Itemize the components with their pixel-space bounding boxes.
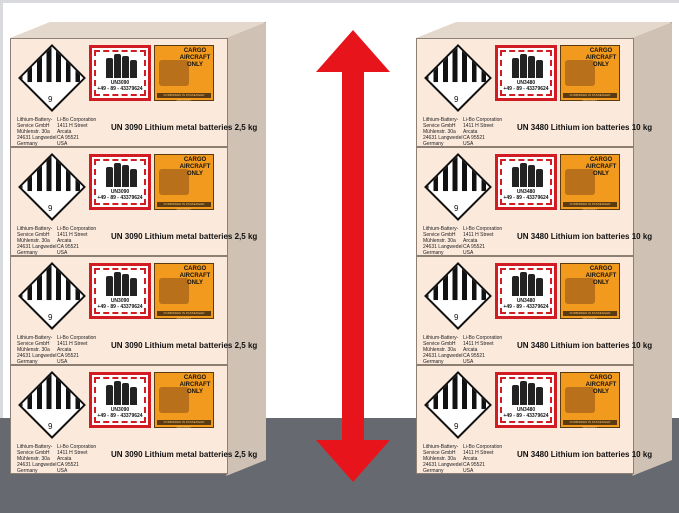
- un-shipping-name: UN 3480 Lithium ion batteries 10 kg: [517, 341, 652, 350]
- cao-title: CARGO AIRCRAFT ONLY: [177, 266, 213, 287]
- double-headed-vertical-arrow-icon: [316, 30, 390, 482]
- hazard-class-number: 9: [48, 313, 52, 322]
- class-9-hazard-diamond-icon: 9: [425, 263, 491, 329]
- shipment-box: 9 UN3090 +49 - 89 - 43379624 CARGO AIRCR…: [10, 38, 228, 147]
- battery-phone-number: +49 - 89 - 43379624: [92, 86, 148, 92]
- stack-side-face: [632, 22, 674, 476]
- cao-title: CARGO AIRCRAFT ONLY: [583, 375, 619, 396]
- class-9-hazard-diamond-icon: 9: [19, 372, 85, 438]
- hazard-class-number: 9: [48, 422, 52, 431]
- stack-top-face: [10, 22, 266, 39]
- stack-side-face: [226, 22, 268, 476]
- hazard-class-number: 9: [48, 204, 52, 213]
- forbidden-in-passenger-aircraft-text: FORBIDDEN IN PASSENGER AIRCRAFT: [157, 311, 211, 316]
- battery-phone-number: +49 - 89 - 43379624: [498, 86, 554, 92]
- cargo-aircraft-only-label-icon: CARGO AIRCRAFT ONLY FORBIDDEN IN PASSENG…: [560, 45, 620, 101]
- forbidden-in-passenger-aircraft-text: FORBIDDEN IN PASSENGER AIRCRAFT: [157, 202, 211, 207]
- class-9-hazard-diamond-icon: 9: [425, 45, 491, 111]
- cao-title: CARGO AIRCRAFT ONLY: [177, 157, 213, 178]
- battery-phone-number: +49 - 89 - 43379624: [498, 304, 554, 310]
- un-shipping-name: UN 3480 Lithium ion batteries 10 kg: [517, 232, 652, 241]
- consignee-address: Li-Bo Corporation1411 H StreetArcataCA 9…: [463, 444, 503, 474]
- un-shipping-name: UN 3090 Lithium metal batteries 2,5 kg: [111, 232, 257, 241]
- shipment-box: 9 UN3480 +49 - 89 - 43379624 CARGO AIRCR…: [416, 365, 634, 474]
- lithium-battery-mark-icon: UN3090 +49 - 89 - 43379624: [89, 263, 151, 319]
- un-shipping-name: UN 3090 Lithium metal batteries 2,5 kg: [111, 123, 257, 132]
- cao-title: CARGO AIRCRAFT ONLY: [583, 48, 619, 69]
- cargo-aircraft-only-label-icon: CARGO AIRCRAFT ONLY FORBIDDEN IN PASSENG…: [154, 45, 214, 101]
- un-shipping-name: UN 3090 Lithium metal batteries 2,5 kg: [111, 341, 257, 350]
- battery-phone-number: +49 - 89 - 43379624: [498, 195, 554, 201]
- forbidden-in-passenger-aircraft-text: FORBIDDEN IN PASSENGER AIRCRAFT: [563, 420, 617, 425]
- forbidden-in-passenger-aircraft-text: FORBIDDEN IN PASSENGER AIRCRAFT: [157, 420, 211, 425]
- cao-title: CARGO AIRCRAFT ONLY: [583, 266, 619, 287]
- shipment-box: 9 UN3090 +49 - 89 - 43379624 CARGO AIRCR…: [10, 147, 228, 256]
- class-9-hazard-diamond-icon: 9: [425, 372, 491, 438]
- cargo-aircraft-only-label-icon: CARGO AIRCRAFT ONLY FORBIDDEN IN PASSENG…: [560, 263, 620, 319]
- forbidden-in-passenger-aircraft-text: FORBIDDEN IN PASSENGER AIRCRAFT: [563, 93, 617, 98]
- cargo-aircraft-only-label-icon: CARGO AIRCRAFT ONLY FORBIDDEN IN PASSENG…: [154, 263, 214, 319]
- class-9-hazard-diamond-icon: 9: [425, 154, 491, 220]
- cargo-aircraft-only-label-icon: CARGO AIRCRAFT ONLY FORBIDDEN IN PASSENG…: [154, 372, 214, 428]
- lithium-battery-mark-icon: UN3090 +49 - 89 - 43379624: [89, 45, 151, 101]
- battery-phone-number: +49 - 89 - 43379624: [498, 413, 554, 419]
- cargo-aircraft-only-label-icon: CARGO AIRCRAFT ONLY FORBIDDEN IN PASSENG…: [560, 372, 620, 428]
- hazard-class-number: 9: [454, 204, 458, 213]
- left-box-stack: 9 UN3090 +49 - 89 - 43379624 CARGO AIRCR…: [10, 0, 270, 480]
- lithium-battery-mark-icon: UN3090 +49 - 89 - 43379624: [89, 372, 151, 428]
- class-9-hazard-diamond-icon: 9: [19, 263, 85, 329]
- cao-title: CARGO AIRCRAFT ONLY: [177, 48, 213, 69]
- shipment-box: 9 UN3480 +49 - 89 - 43379624 CARGO AIRCR…: [416, 38, 634, 147]
- shipment-box: 9 UN3090 +49 - 89 - 43379624 CARGO AIRCR…: [10, 256, 228, 365]
- stack-top-face: [416, 22, 672, 39]
- un-shipping-name: UN 3480 Lithium ion batteries 10 kg: [517, 123, 652, 132]
- right-box-stack: 9 UN3480 +49 - 89 - 43379624 CARGO AIRCR…: [416, 0, 676, 480]
- lithium-battery-mark-icon: UN3480 +49 - 89 - 43379624: [495, 154, 557, 210]
- class-9-hazard-diamond-icon: 9: [19, 45, 85, 111]
- shipment-box: 9 UN3480 +49 - 89 - 43379624 CARGO AIRCR…: [416, 256, 634, 365]
- un-shipping-name: UN 3090 Lithium metal batteries 2,5 kg: [111, 450, 257, 459]
- shipment-box: 9 UN3480 +49 - 89 - 43379624 CARGO AIRCR…: [416, 147, 634, 256]
- forbidden-in-passenger-aircraft-text: FORBIDDEN IN PASSENGER AIRCRAFT: [157, 93, 211, 98]
- lithium-battery-mark-icon: UN3090 +49 - 89 - 43379624: [89, 154, 151, 210]
- cao-title: CARGO AIRCRAFT ONLY: [583, 157, 619, 178]
- shipment-box: 9 UN3090 +49 - 89 - 43379624 CARGO AIRCR…: [10, 365, 228, 474]
- cao-title: CARGO AIRCRAFT ONLY: [177, 375, 213, 396]
- hazard-class-number: 9: [454, 313, 458, 322]
- lithium-battery-mark-icon: UN3480 +49 - 89 - 43379624: [495, 372, 557, 428]
- battery-phone-number: +49 - 89 - 43379624: [92, 413, 148, 419]
- forbidden-in-passenger-aircraft-text: FORBIDDEN IN PASSENGER AIRCRAFT: [563, 202, 617, 207]
- hazard-class-number: 9: [48, 95, 52, 104]
- battery-phone-number: +49 - 89 - 43379624: [92, 304, 148, 310]
- cargo-aircraft-only-label-icon: CARGO AIRCRAFT ONLY FORBIDDEN IN PASSENG…: [560, 154, 620, 210]
- forbidden-in-passenger-aircraft-text: FORBIDDEN IN PASSENGER AIRCRAFT: [563, 311, 617, 316]
- class-9-hazard-diamond-icon: 9: [19, 154, 85, 220]
- lithium-battery-mark-icon: UN3480 +49 - 89 - 43379624: [495, 45, 557, 101]
- battery-phone-number: +49 - 89 - 43379624: [92, 195, 148, 201]
- cargo-aircraft-only-label-icon: CARGO AIRCRAFT ONLY FORBIDDEN IN PASSENG…: [154, 154, 214, 210]
- hazard-class-number: 9: [454, 95, 458, 104]
- hazard-class-number: 9: [454, 422, 458, 431]
- lithium-battery-mark-icon: UN3480 +49 - 89 - 43379624: [495, 263, 557, 319]
- un-shipping-name: UN 3480 Lithium ion batteries 10 kg: [517, 450, 652, 459]
